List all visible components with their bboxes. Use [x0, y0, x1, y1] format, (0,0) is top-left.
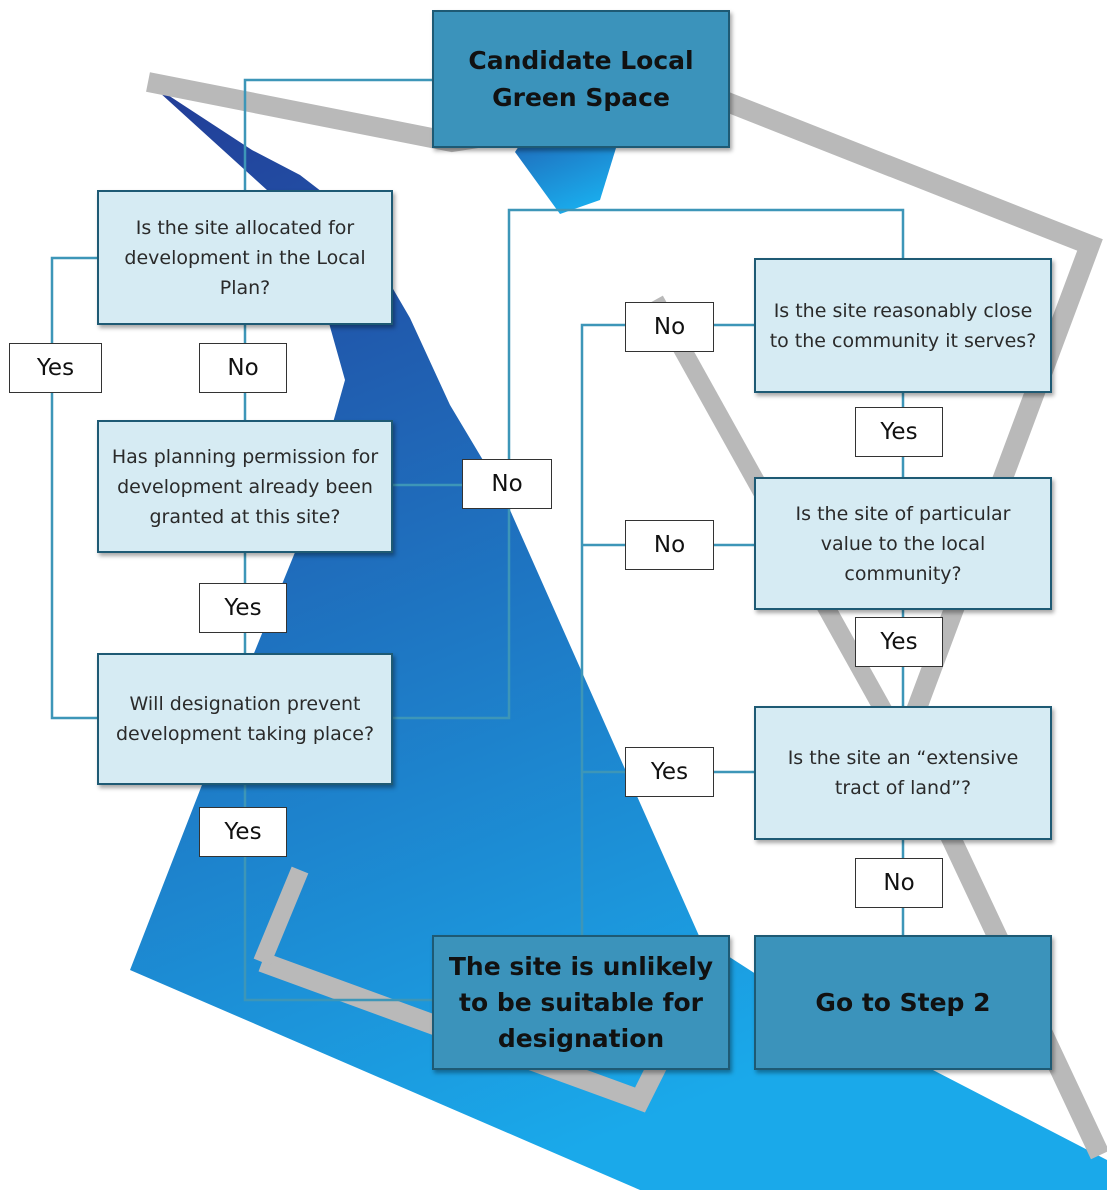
question-close-text: Is the site reasonably close to the comm… — [769, 299, 1037, 352]
question-value-text: Is the site of particular value to the l… — [795, 502, 1011, 585]
label-allocated-no: No — [199, 343, 287, 393]
question-extensive-text: Is the site an “extensive tract of land”… — [787, 747, 1019, 799]
question-allocated: Is the site allocated for development in… — [97, 190, 393, 325]
line-prevent-no — [393, 208, 905, 720]
question-close: Is the site reasonably close to the comm… — [754, 258, 1052, 393]
question-extensive: Is the site an “extensive tract of land”… — [754, 706, 1052, 840]
label-extensive-yes: Yes — [625, 747, 714, 797]
question-permission-text: Has planning permission for development … — [111, 445, 379, 528]
end-unsuitable-text: The site is unlikely to be suitable for … — [448, 951, 714, 1053]
question-prevent: Will designation prevent development tak… — [97, 653, 393, 785]
label-allocated-yes: Yes — [9, 343, 102, 393]
start-node: Candidate Local Green Space — [432, 10, 730, 148]
logo-grey-left — [253, 866, 309, 966]
question-prevent-text: Will designation prevent development tak… — [115, 693, 375, 745]
logo-blue-chevron — [130, 82, 1107, 1190]
question-value: Is the site of particular value to the l… — [754, 477, 1052, 610]
line-allocated-yes — [50, 256, 97, 720]
label-extensive-no: No — [855, 858, 943, 908]
end-unsuitable-node: The site is unlikely to be suitable for … — [432, 935, 730, 1070]
label-permission-yes: Yes — [199, 583, 287, 633]
label-value-yes: Yes — [855, 617, 943, 667]
line-right-bus — [580, 323, 754, 935]
question-allocated-text: Is the site allocated for development in… — [124, 216, 366, 299]
label-value-no: No — [625, 520, 714, 570]
end-step2-node: Go to Step 2 — [754, 935, 1052, 1070]
end-step2-text: Go to Step 2 — [815, 988, 991, 1017]
label-prevent-yes: Yes — [199, 807, 287, 857]
label-permission-no: No — [462, 459, 552, 509]
label-close-no: No — [625, 302, 714, 352]
line-start-to-allocated — [243, 78, 432, 190]
question-permission: Has planning permission for development … — [97, 420, 393, 553]
start-node-text: Candidate Local Green Space — [468, 46, 694, 112]
label-close-yes: Yes — [855, 407, 943, 457]
